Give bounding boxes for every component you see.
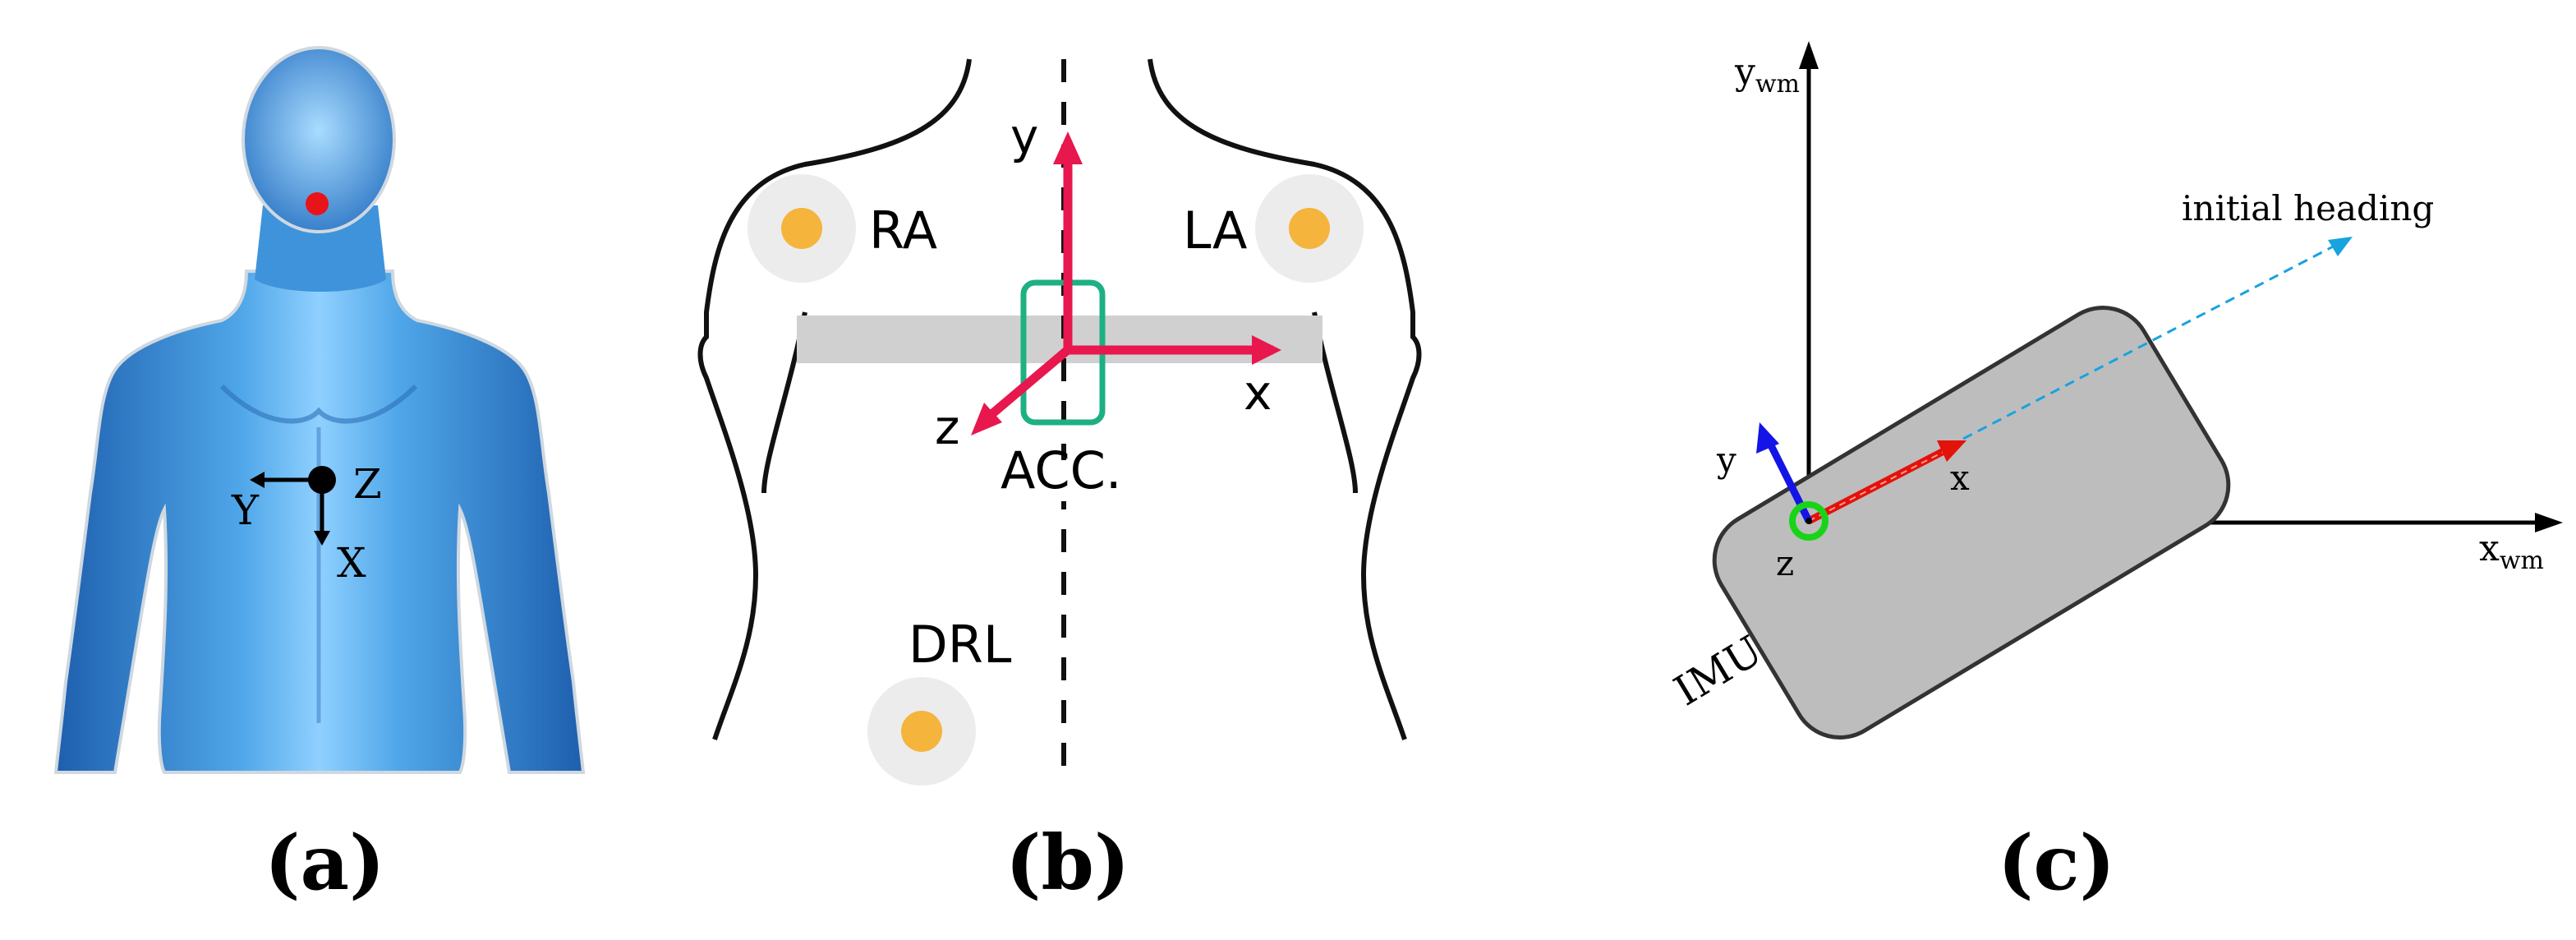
- panel-b-chest-electrodes: RA LA DRL y x z ACC. (b): [641, 0, 1585, 940]
- electrode-la: [1255, 174, 1364, 283]
- electrode-ra: [748, 174, 856, 283]
- head: [242, 46, 396, 233]
- torso-outline-left: [697, 58, 972, 740]
- chest-diagram: RA LA DRL y x z ACC. (b): [697, 58, 1422, 907]
- acc-box-bg: [1027, 460, 1101, 501]
- label-la: LA: [1183, 200, 1247, 260]
- body-figure: Y Z X (a): [0, 46, 641, 940]
- caption-c: (c): [1998, 818, 2115, 907]
- mouth-marker: [306, 192, 329, 215]
- axis-label-y: Y: [231, 486, 260, 534]
- torso-outline-right: [1148, 58, 1422, 740]
- caption-b: (b): [1005, 818, 1129, 907]
- axis-label-x: X: [337, 539, 366, 587]
- label-drl: DRL: [908, 615, 1012, 675]
- panel-a-human-body: Y Z X (a): [0, 0, 641, 940]
- imu-axis-z: z: [1776, 543, 1794, 583]
- imu-box: [1712, 306, 2231, 740]
- world-axis-y-label: ywm: [1734, 51, 1800, 99]
- body-silhouette: [53, 270, 586, 774]
- imu-diagram: ywm xwm initial heading x y z IMU (c): [1666, 41, 2563, 907]
- acc-axes: [971, 131, 1281, 435]
- world-axis-x-label: xwm: [2479, 528, 2544, 575]
- label-ra: RA: [869, 200, 937, 260]
- electrode-drl: [867, 677, 976, 786]
- imu-axes: [1756, 422, 1966, 541]
- acc-axis-z: z: [935, 399, 959, 455]
- neck: [255, 205, 386, 292]
- panel-c-imu-frame: ywm xwm initial heading x y z IMU (c): [1544, 0, 2576, 940]
- heading-label: initial heading: [2182, 188, 2434, 228]
- acc-axis-y: y: [1010, 108, 1038, 164]
- imu-axis-x: x: [1950, 458, 1970, 498]
- pectoral-lines: [219, 384, 418, 424]
- body-axes: [250, 466, 336, 546]
- acc-axis-x: x: [1244, 365, 1272, 421]
- axis-label-z: Z: [353, 460, 382, 508]
- imu-axis-y: y: [1716, 440, 1736, 480]
- heading-arrow: [1962, 237, 2353, 440]
- caption-a: (a): [264, 818, 385, 907]
- acc-label: ACC.: [1000, 440, 1122, 500]
